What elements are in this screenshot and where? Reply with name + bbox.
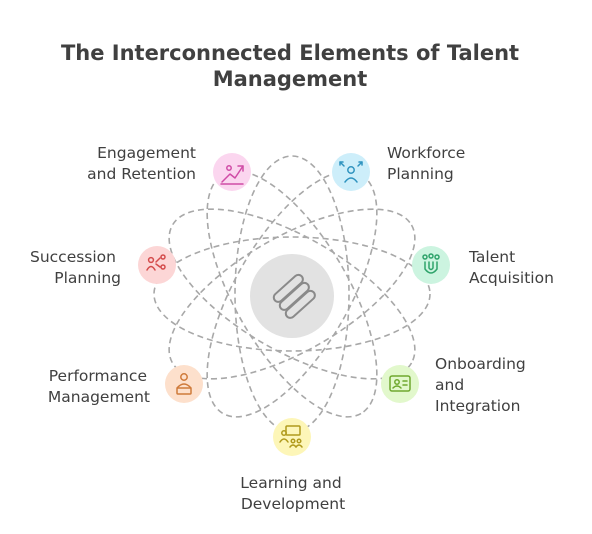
onboarding-integration-circle (381, 365, 419, 403)
node-learning-development: Learning and Development (240, 418, 345, 513)
learning-development-label-line-1: Learning and (240, 474, 341, 492)
engagement-retention-label-line-1: Engagement (97, 144, 196, 162)
onboarding-integration-label-line-2: and (435, 376, 464, 394)
talent-acquisition-circle (412, 246, 450, 284)
diagram-title-line-1: The Interconnected Elements of Talent (61, 41, 519, 65)
orbit-ellipse-diagonal-c (206, 170, 378, 418)
id-card-icon (389, 375, 411, 392)
person-laptop-icon (176, 373, 192, 395)
center-hub (250, 254, 334, 338)
orbit-ellipse-horizontal (153, 236, 431, 352)
teacher-board-icon (279, 425, 303, 448)
person-arrows-icon (339, 161, 363, 183)
node-succession-planning: Succession Planning (30, 246, 176, 287)
diagram-title-line-2: Management (213, 67, 368, 91)
engagement-retention-circle (213, 153, 251, 191)
node-onboarding-integration: Onboarding and Integration (381, 355, 526, 415)
chain-links-icon (272, 273, 316, 319)
learning-development-circle (273, 418, 311, 456)
succession-planning-label-line-1: Succession (30, 248, 116, 266)
hierarchy-people-icon (146, 254, 166, 271)
talent-acquisition-label-line-1: Talent (468, 248, 515, 266)
performance-management-label-line-1: Performance (49, 367, 147, 385)
magnet-people-icon (422, 253, 440, 274)
node-engagement-retention: Engagement and Retention (87, 144, 251, 191)
succession-planning-label-line-2: Planning (54, 269, 121, 287)
node-workforce-planning: Workforce Planning (332, 144, 465, 191)
onboarding-integration-label-line-1: Onboarding (435, 355, 526, 373)
workforce-planning-label-line-1: Workforce (387, 144, 465, 162)
workforce-planning-circle (332, 153, 370, 191)
node-talent-acquisition: Talent Acquisition (412, 246, 554, 287)
orbit-ellipse-diagonal-b (168, 208, 416, 380)
node-performance-management: Performance Management (48, 365, 203, 406)
learning-development-label-line-2: Development (241, 495, 345, 513)
workforce-planning-label-line-2: Planning (387, 165, 454, 183)
engagement-retention-label-line-2: and Retention (87, 165, 196, 183)
talent-acquisition-label-line-2: Acquisition (469, 269, 554, 287)
performance-management-label-line-2: Management (48, 388, 150, 406)
center-circle (250, 254, 334, 338)
onboarding-integration-label-line-3: Integration (435, 397, 520, 415)
orbit-ellipse-diagonal-a (168, 208, 416, 380)
chart-trend-person-icon (220, 165, 244, 185)
